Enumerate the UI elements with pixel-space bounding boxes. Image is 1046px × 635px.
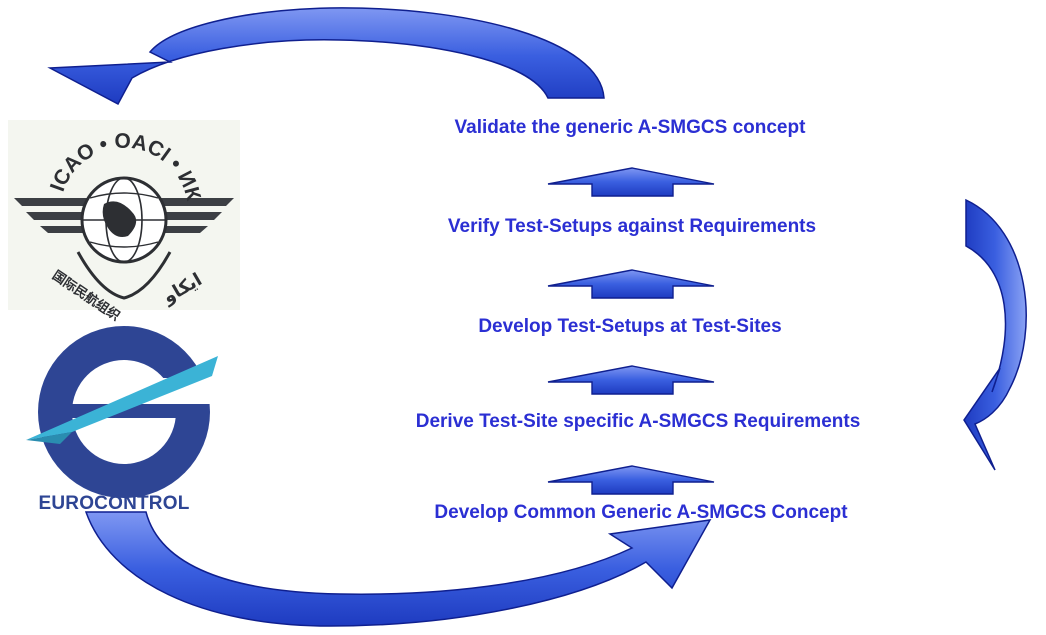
right-curved-arrow [963, 198, 1027, 471]
up-arrow-2 [547, 365, 715, 395]
step-1-text: Develop Common Generic A-SMGCS Concept [434, 502, 848, 523]
icao-logo: ICAO • OACI • ИКАО 国际民航组织 ايكاو [0, 0, 240, 324]
top-curved-arrow [47, 7, 605, 106]
step-3-text: Develop Test-Setups at Test-Sites [478, 316, 782, 337]
bottom-curved-arrow [84, 511, 712, 627]
step-2-text: Derive Test-Site specific A-SMGCS Requir… [415, 411, 861, 432]
step-5-text: Validate the generic A-SMGCS concept [454, 117, 806, 138]
eurocontrol-label: EUROCONTROL [38, 493, 190, 514]
up-arrow-3 [547, 269, 715, 299]
step-4-text: Verify Test-Setups against Requirements [447, 216, 817, 237]
up-arrow-4 [547, 167, 715, 197]
up-arrow-1 [547, 465, 715, 495]
eurocontrol-logo [26, 326, 230, 498]
step-up-arrows [547, 167, 715, 495]
